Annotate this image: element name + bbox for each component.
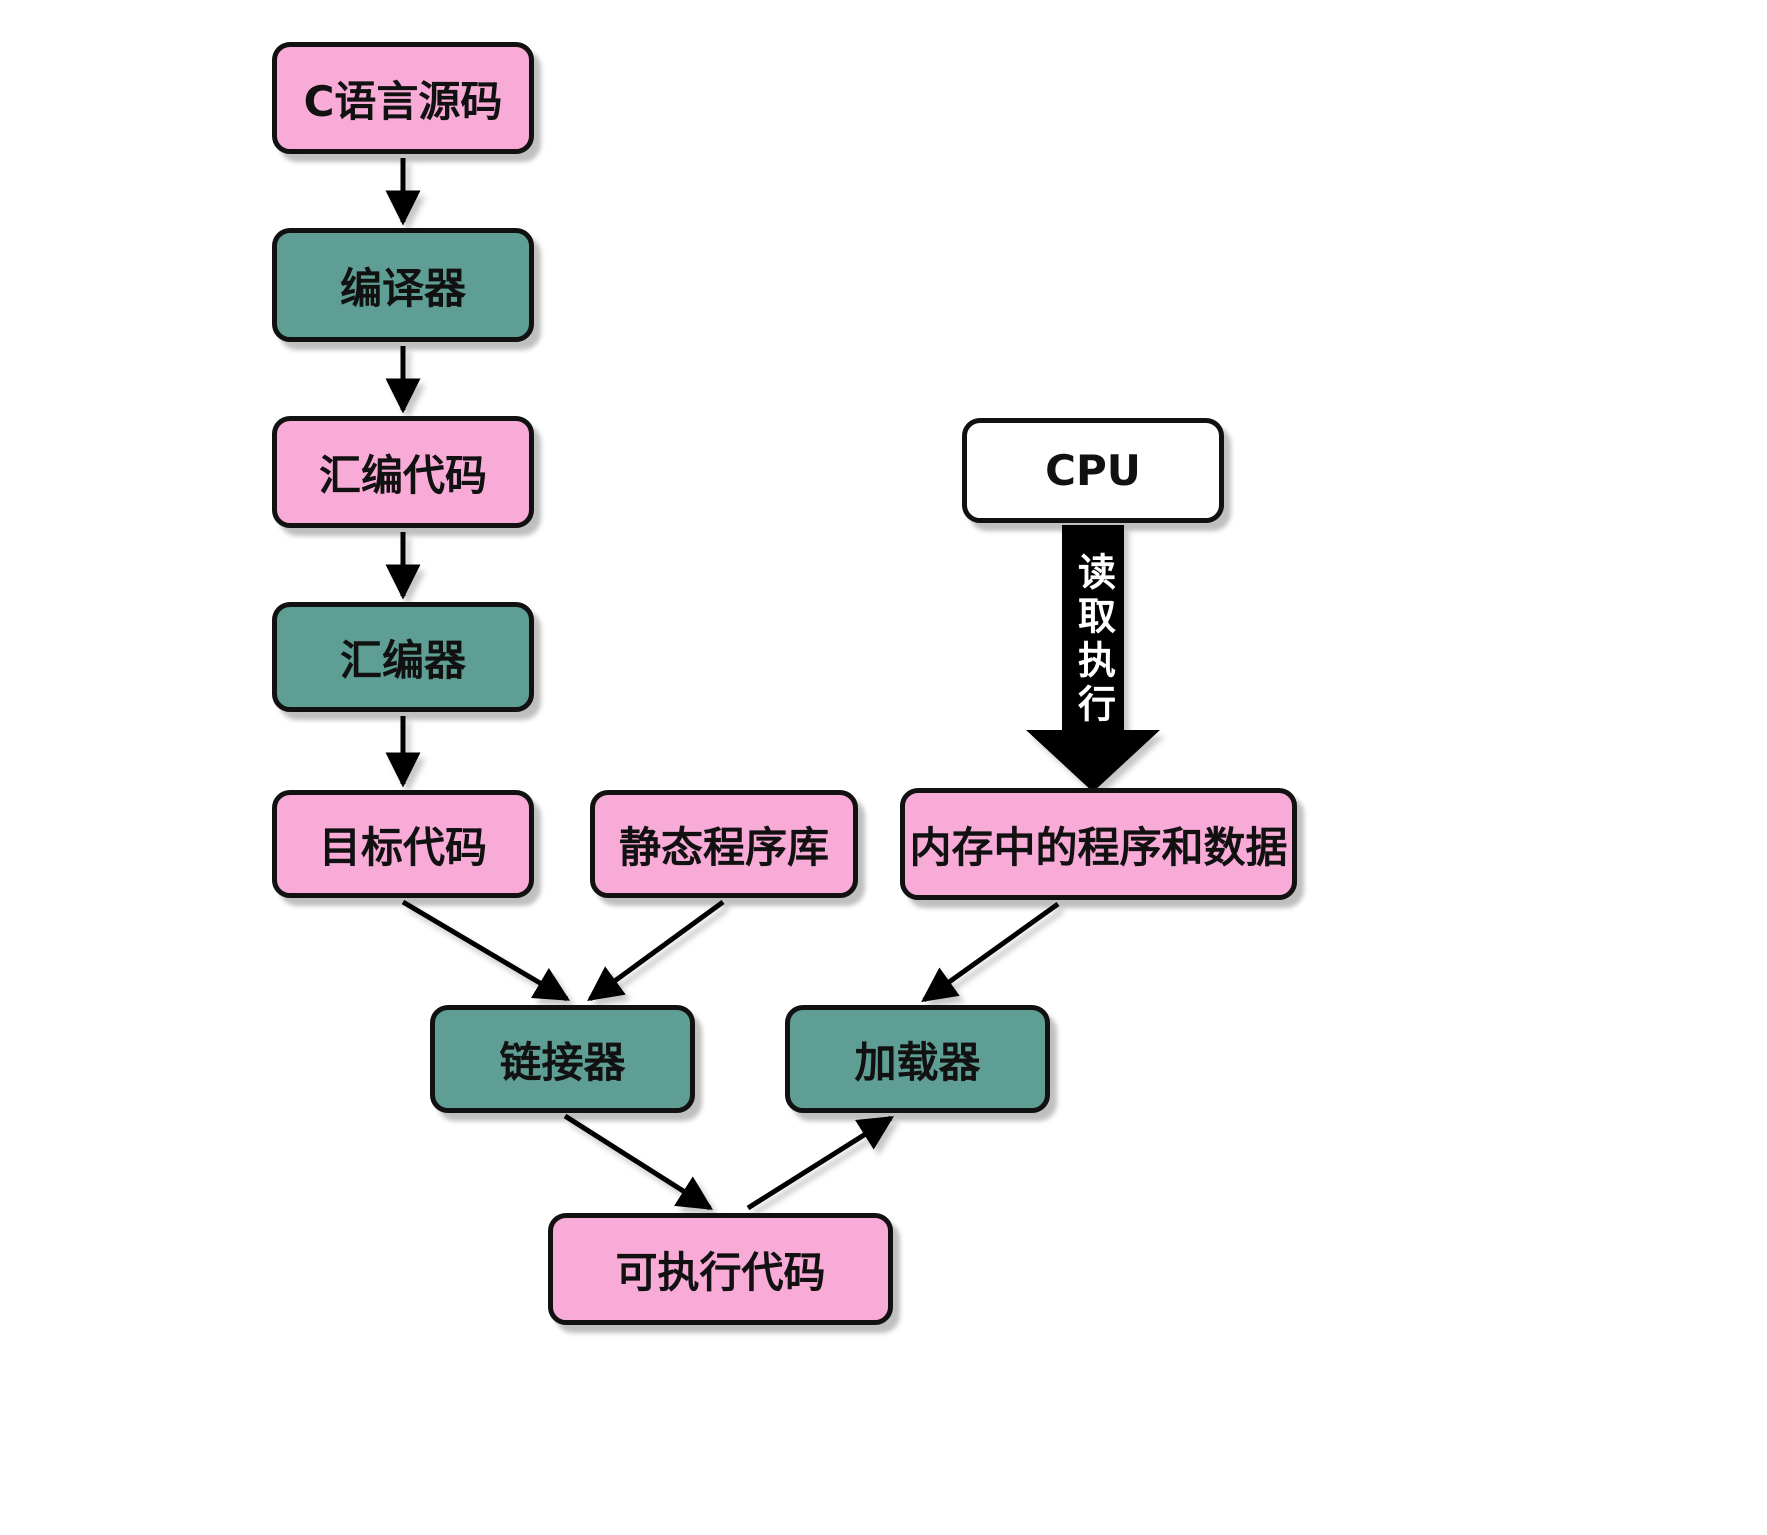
node-object-code: 目标代码 (272, 790, 534, 898)
node-executable-code-label: 可执行代码 (615, 1247, 826, 1297)
cpu-arrow-label: 读取执行 (1071, 552, 1116, 728)
node-memory-program-data: 内存中的程序和数据 (900, 788, 1297, 900)
arrow-objcode-to-linker (401, 899, 571, 1002)
node-compiler: 编译器 (272, 228, 534, 342)
node-linker: 链接器 (430, 1005, 695, 1113)
node-executable-code: 可执行代码 (548, 1213, 893, 1325)
node-assembler-label: 汇编器 (339, 635, 466, 685)
node-assembly-code: 汇编代码 (272, 416, 534, 528)
node-memory-program-data-label: 内存中的程序和数据 (909, 822, 1288, 872)
node-c-source-label: C语言源码 (303, 76, 503, 126)
arrow-executable-to-loader (746, 1115, 894, 1211)
node-static-library: 静态程序库 (590, 790, 858, 898)
node-assembly-code-label: 汇编代码 (318, 450, 487, 500)
node-cpu: CPU (962, 418, 1224, 523)
arrow-memory-to-loader (921, 901, 1060, 1003)
arrow-cpu-to-memory (1026, 525, 1160, 792)
node-static-library-label: 静态程序库 (618, 822, 829, 872)
node-loader-label: 加载器 (854, 1037, 981, 1087)
node-c-source: C语言源码 (272, 42, 534, 154)
arrow-linker-to-executable (563, 1113, 713, 1211)
node-loader: 加载器 (785, 1005, 1050, 1113)
node-linker-label: 链接器 (499, 1037, 626, 1087)
node-assembler: 汇编器 (272, 602, 534, 712)
arrow-staticlib-to-linker (587, 899, 725, 1002)
node-cpu-label: CPU (1045, 446, 1141, 495)
node-object-code-label: 目标代码 (318, 822, 487, 872)
node-compiler-label: 编译器 (339, 263, 466, 313)
